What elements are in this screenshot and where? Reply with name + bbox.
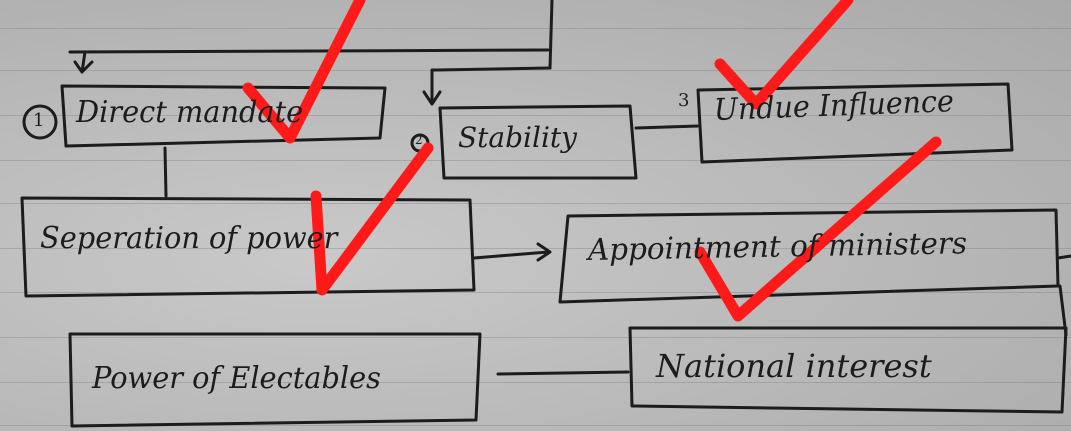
ruled-line (0, 248, 1071, 249)
node-undue-influence: Undue Influence (713, 84, 955, 128)
undue-influence-box (696, 82, 1014, 164)
ruled-line (0, 115, 1071, 116)
check-mark-icon (714, 0, 854, 110)
top-branch-line (68, 48, 550, 54)
ruled-line (0, 70, 1071, 71)
marker-number-1: 1 (33, 110, 45, 131)
node-separation-of-power: Seperation of power (40, 221, 338, 256)
ruled-line (0, 292, 1071, 293)
marker-circle-1 (22, 104, 58, 140)
ruled-line (0, 337, 1071, 338)
electables-national-connector (496, 370, 630, 376)
appointment-box (558, 208, 1060, 304)
check-mark-icon (242, 0, 366, 144)
node-appointment-of-ministers: Appointment of ministers (587, 226, 968, 268)
check-mark-icon (310, 142, 434, 296)
ruled-line (0, 425, 1071, 426)
electables-box (68, 332, 482, 428)
ruled-line (0, 160, 1071, 161)
national-interest-box (628, 326, 1068, 414)
arrow-to-direct-mandate (73, 50, 94, 74)
branch-line-right (436, 66, 552, 72)
node-direct-mandate: Direct mandate (76, 95, 304, 130)
stability-box (438, 104, 638, 180)
node-power-of-electables: Power of Electables (92, 361, 381, 396)
ruled-line (0, 28, 1071, 29)
stability-undue-connector (634, 124, 700, 130)
arrow-to-appointment (472, 242, 552, 262)
mandate-separation-connector (163, 146, 168, 198)
node-national-interest: National interest (656, 347, 932, 385)
appointment-right-connector (1056, 254, 1071, 260)
check-mark-icon (694, 136, 942, 322)
node-stability: Stability (458, 121, 577, 154)
trunk-connector (548, 0, 554, 70)
ruled-line (0, 382, 1071, 383)
ruled-line (0, 203, 1071, 204)
direct-mandate-box (60, 84, 387, 148)
marker-number-2: 2 (415, 133, 423, 147)
arrow-to-stability (422, 68, 442, 106)
marker-number-3: 3 (678, 90, 690, 111)
